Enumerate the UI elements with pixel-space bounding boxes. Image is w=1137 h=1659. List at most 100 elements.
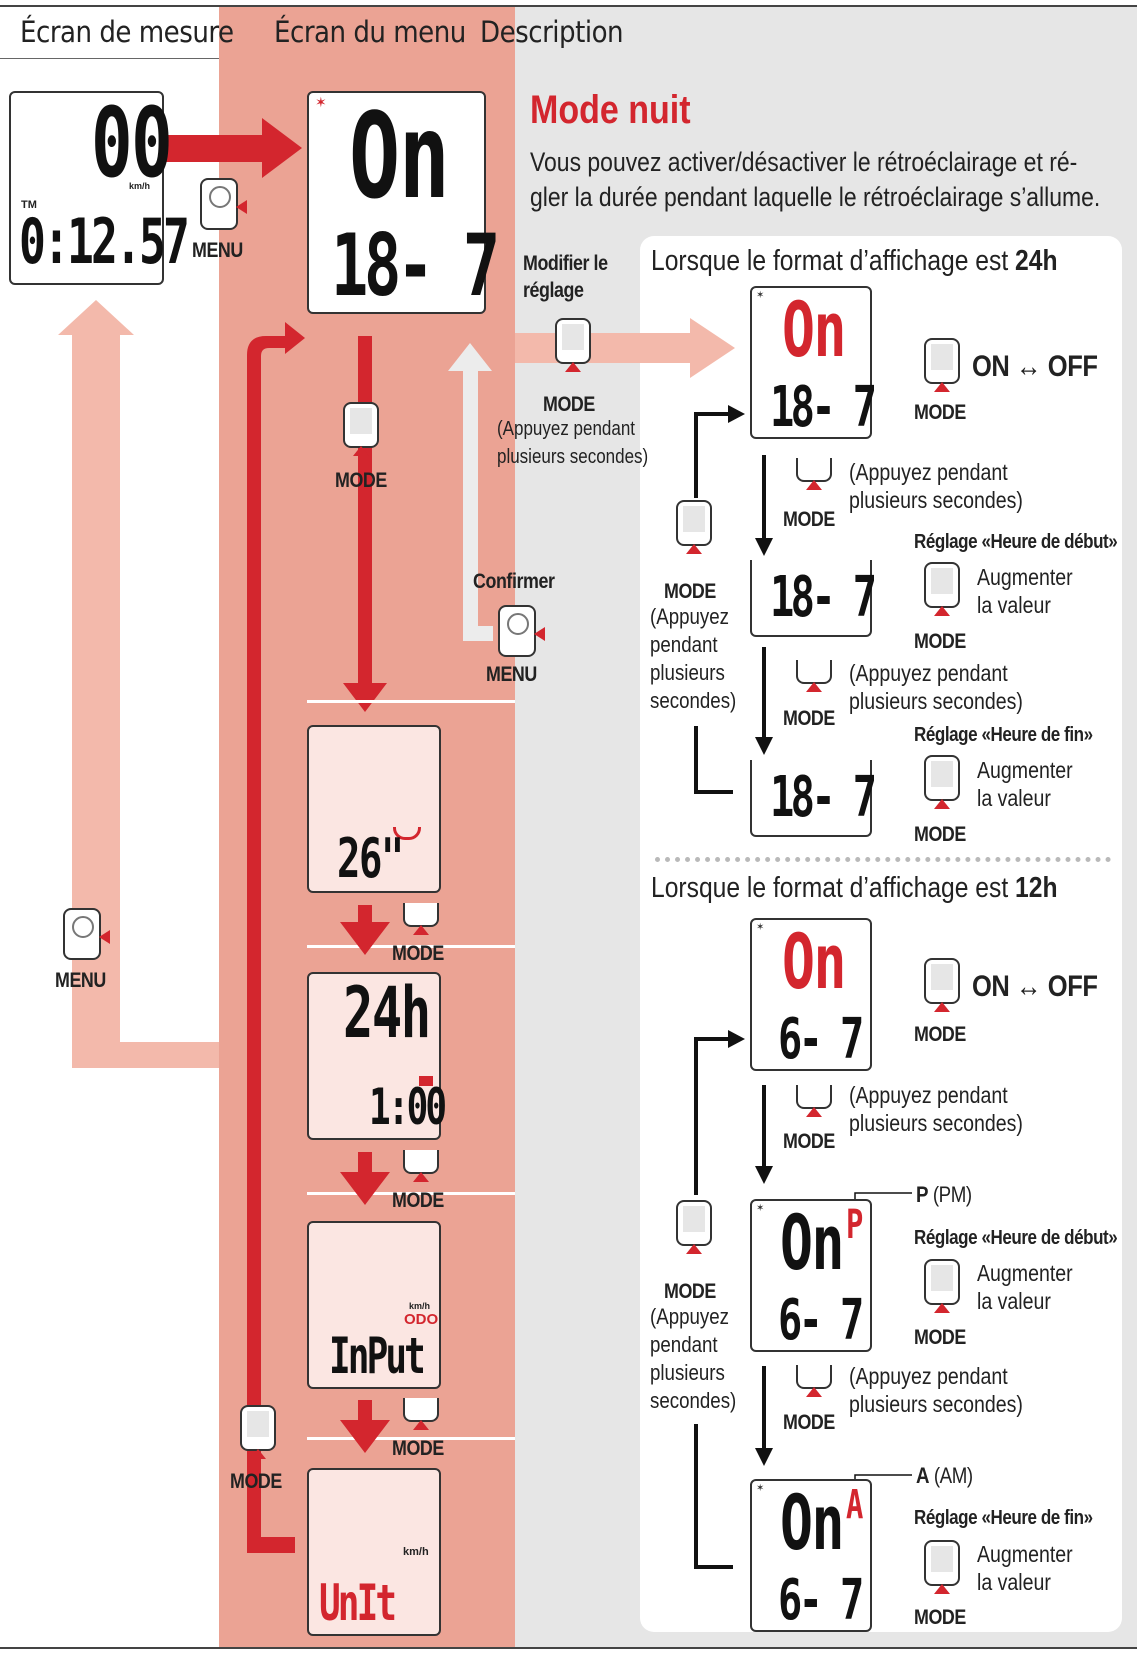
increase-24h-start-1: Augmenter — [977, 564, 1073, 590]
mode-label-24h-onoff: MODE — [914, 401, 966, 424]
mode-button-icon-loop[interactable] — [240, 1405, 280, 1459]
press-arrow-icon — [806, 480, 822, 490]
mode-label-24h-end: MODE — [914, 823, 966, 846]
arrow-24h-loop-head — [728, 405, 745, 423]
press-arrow-icon — [99, 930, 110, 944]
pm-text: (PM) — [932, 1182, 972, 1207]
side-press-12h-2: pendant — [650, 1332, 718, 1357]
bottom-rule — [0, 1647, 1137, 1649]
mode-button-12h-side[interactable] — [676, 1200, 716, 1254]
backlight-icon: ✶ — [756, 290, 765, 301]
mode-button-icon-menu[interactable] — [343, 402, 383, 456]
mode-button-12h-onoff[interactable] — [924, 958, 964, 1012]
mode-button-12h-start[interactable] — [924, 1259, 964, 1313]
arrow-12h-down-1-head — [755, 1166, 773, 1184]
mode-button-24h-start[interactable] — [924, 562, 964, 616]
device-body — [924, 755, 960, 801]
menu-button-icon-confirm[interactable] — [498, 605, 545, 657]
intro-line-2: gler la durée pendant laquelle le rétroé… — [530, 182, 1101, 212]
mode-tab-12h-1[interactable] — [796, 1085, 836, 1123]
confirm-label: Confirmer — [473, 570, 555, 593]
mode-label-24h-side: MODE — [664, 580, 716, 603]
menu-screen-top: On — [349, 87, 450, 225]
screen-12h-on: ✶ On 6- 7 — [750, 918, 872, 1071]
band-separator-1 — [307, 700, 515, 703]
mode-tab-12h-2[interactable] — [796, 1365, 836, 1403]
press-arrow-icon — [413, 1420, 429, 1430]
odo-label: ODO — [404, 1311, 439, 1328]
backlight-icon: ✶ — [756, 1203, 765, 1214]
press-arrow-icon — [534, 627, 545, 641]
mode-button-24h-onoff[interactable] — [924, 338, 964, 392]
device-screen — [683, 1206, 705, 1232]
press-24h-2-line1: (Appuyez pendant — [849, 660, 1008, 686]
screen-12h-start: ✶ On P 6- 7 — [750, 1199, 872, 1352]
pm-letter: P — [916, 1182, 929, 1207]
mode-tab-24h-1[interactable] — [796, 458, 836, 496]
menu-label-confirm: MENU — [486, 663, 537, 686]
press-arrow-icon — [565, 362, 581, 372]
press-12h-2-line2: plusieurs secondes) — [849, 1391, 1023, 1417]
press-arrow-icon — [413, 1172, 429, 1182]
screen-12h-start-suffix: P — [846, 1202, 863, 1248]
device-body — [796, 1085, 832, 1109]
device-screen — [931, 344, 953, 370]
mode-tab-2[interactable] — [403, 1150, 443, 1188]
end-label-12h: Réglage «Heure de fin» — [914, 1507, 1093, 1529]
increase-12h-start-1: Augmenter — [977, 1260, 1073, 1286]
menu-button-icon-top[interactable] — [200, 178, 247, 230]
pm-marker: P (PM) — [916, 1182, 972, 1208]
mode-button-icon-modify[interactable] — [555, 318, 595, 372]
mode-tab-24h-2[interactable] — [796, 660, 836, 698]
mode-label-12h-end: MODE — [914, 1606, 966, 1629]
mode-tab-24h-2-label: MODE — [783, 707, 835, 730]
arrow-return-to-measure — [58, 300, 219, 1068]
side-press-24h-1: (Appuyez — [650, 604, 730, 629]
device-body — [796, 458, 832, 482]
description-card — [640, 236, 1122, 1632]
modify-label-1: Modifier le — [523, 252, 608, 275]
screen-24h-on-top: On — [782, 285, 846, 374]
mode-tab-3-label: MODE — [392, 1437, 444, 1460]
am-letter: A — [916, 1463, 930, 1488]
screen-12h-end-bottom: 6- 7 — [778, 1568, 864, 1633]
screen-24h-end-bottom: 18- 7 — [770, 765, 877, 830]
mode-tab-1[interactable] — [403, 903, 443, 941]
mode-tab-3[interactable] — [403, 1398, 443, 1436]
mode-button-12h-end[interactable] — [924, 1540, 964, 1594]
mode-tab-2-label: MODE — [392, 1189, 444, 1212]
arrow-24h-down-2-head — [755, 737, 773, 755]
press-arrow-icon — [686, 1244, 702, 1254]
measure-time: 0:12.57 — [19, 205, 190, 278]
start-label-24h: Réglage «Heure de début» — [914, 531, 1118, 553]
press-arrow-icon — [934, 1303, 950, 1313]
press-arrow-icon — [806, 1107, 822, 1117]
menu-button-icon-left[interactable] — [63, 908, 110, 960]
press-arrow-icon — [934, 382, 950, 392]
device-ring — [507, 613, 529, 635]
device-body — [403, 1398, 439, 1422]
screen-12h-start-top: On — [780, 1198, 844, 1287]
header-menu-screen: Écran du menu — [274, 15, 466, 49]
press-arrow-icon — [236, 200, 247, 214]
arrow-step-3 — [340, 1400, 390, 1453]
increase-24h-end-2: la valeur — [977, 785, 1051, 811]
side-press-12h-3: plusieurs — [650, 1360, 725, 1385]
screen-12h-on-top: On — [782, 917, 846, 1006]
mode-button-24h-end[interactable] — [924, 755, 964, 809]
mode-button-24h-side[interactable] — [676, 500, 716, 554]
header-measure-screen: Écran de mesure — [20, 15, 234, 49]
unit-screen-unit: km/h — [403, 1546, 429, 1558]
press-arrow-icon — [806, 682, 822, 692]
measure-screen: 00 km/h TM 0:12.57 — [9, 91, 190, 285]
device-body — [403, 903, 439, 927]
press-12h-1-line1: (Appuyez pendant — [849, 1082, 1008, 1108]
device-ring — [209, 186, 231, 208]
device-screen — [247, 1411, 269, 1437]
clock-screen: 24h 1:00 — [307, 972, 447, 1140]
top-rule — [0, 5, 1137, 7]
backlight-icon: ✶ — [315, 94, 327, 110]
press-arrow-icon — [413, 925, 429, 935]
increase-12h-end-2: la valeur — [977, 1569, 1051, 1595]
on-off-12h: ON ↔ OFF — [972, 970, 1098, 1003]
